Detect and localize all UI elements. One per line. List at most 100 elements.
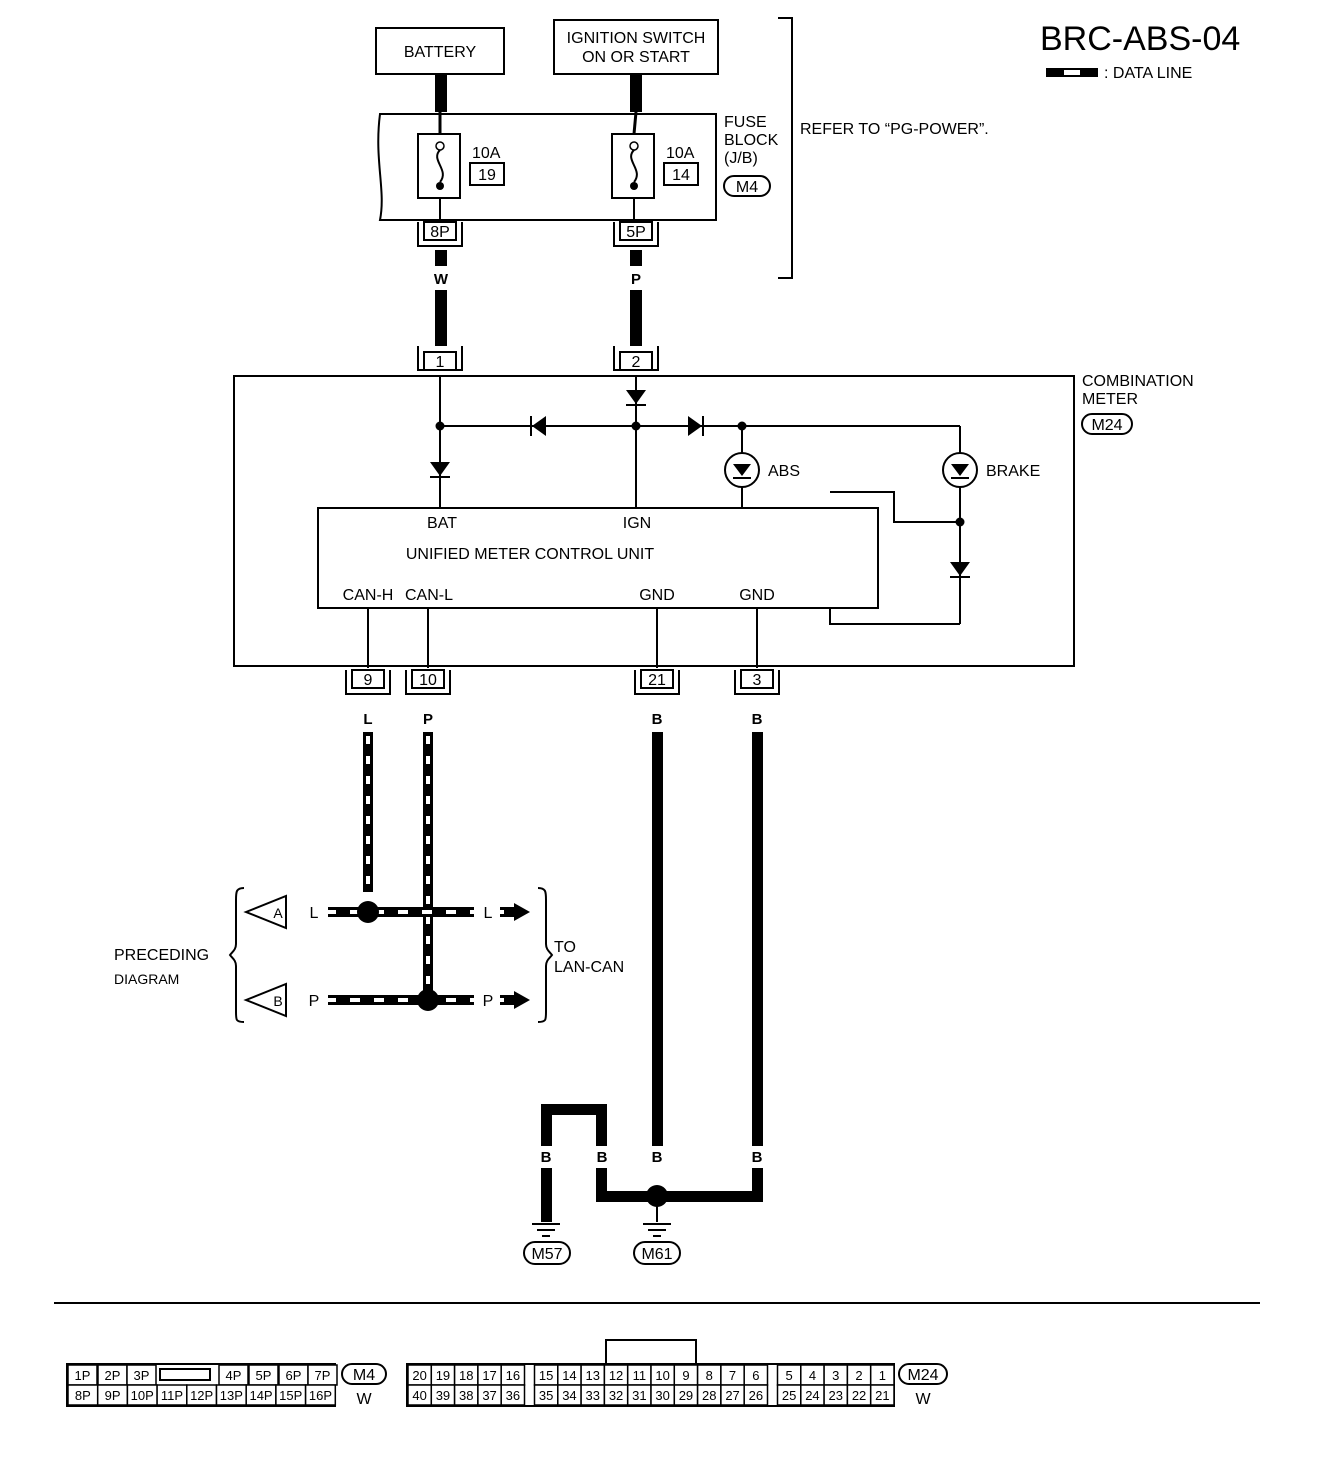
svg-text:A: A — [273, 905, 283, 921]
svg-text:12P: 12P — [190, 1388, 213, 1403]
m4-pin-top: 4P — [218, 1364, 249, 1386]
svg-text:10: 10 — [655, 1368, 669, 1383]
svg-text:4P: 4P — [226, 1368, 242, 1383]
svg-text:16: 16 — [506, 1368, 520, 1383]
svg-text:39: 39 — [436, 1388, 450, 1403]
m4-pin-top: 1P — [67, 1364, 98, 1386]
wire-color-w: W — [434, 271, 449, 288]
ground-wires — [541, 732, 763, 1222]
svg-text:7: 7 — [729, 1368, 736, 1383]
svg-text:36: 36 — [506, 1388, 520, 1403]
ground-label-m61: M61 — [641, 1246, 672, 1263]
ignition-label-line1: IGNITION SWITCH — [567, 30, 706, 47]
m24-face-badge — [898, 1363, 948, 1385]
svg-text:27: 27 — [725, 1388, 739, 1403]
m4-pin-bottom: 12P — [186, 1384, 218, 1406]
m24-pin-top: 1 — [869, 1364, 895, 1386]
unit-can-h: CAN-H — [343, 587, 394, 604]
svg-text:26: 26 — [749, 1388, 763, 1403]
fuse-block-label3: (J/B) — [724, 150, 758, 167]
arrow-a: A — [243, 894, 287, 930]
wire-color-p-can: P — [423, 711, 433, 728]
svg-text:13P: 13P — [220, 1388, 243, 1403]
m24-pin-bottom: 28 — [696, 1384, 722, 1406]
m4-pin-top: 5P — [248, 1364, 279, 1386]
m24-pin-top: 10 — [650, 1364, 676, 1386]
m24-pin-bottom: 40 — [407, 1384, 433, 1406]
combination-meter-box — [233, 375, 1075, 667]
m24-pin-top: 4 — [800, 1364, 825, 1386]
svg-text:11: 11 — [633, 1368, 647, 1383]
m4-pin-bottom: 10P — [126, 1384, 158, 1406]
data-line-legend: : DATA LINE — [1046, 65, 1192, 82]
svg-text:6: 6 — [752, 1368, 759, 1383]
svg-text:6P: 6P — [286, 1368, 302, 1383]
m4-pin-top: 2P — [97, 1364, 128, 1386]
svg-text:23: 23 — [829, 1388, 843, 1403]
svg-text:16P: 16P — [309, 1388, 332, 1403]
ground-symbol-m57 — [532, 1223, 560, 1237]
m24-pin-top: 15 — [533, 1364, 559, 1386]
m4-latch — [159, 1368, 211, 1381]
connector-5p: 5P — [613, 221, 659, 247]
svg-text:10: 10 — [419, 672, 437, 689]
m24-pin-bottom: 31 — [626, 1384, 652, 1406]
m4-face-color: W — [356, 1391, 372, 1408]
svg-text:B: B — [273, 993, 282, 1009]
m4-pin-bottom: 13P — [215, 1384, 247, 1406]
svg-text:11P: 11P — [161, 1388, 183, 1403]
m4-pin-top: 6P — [278, 1364, 309, 1386]
preceding-label2: DIAGRAM — [114, 971, 179, 987]
svg-text:1: 1 — [436, 354, 445, 371]
meter-pin-2: 2 — [613, 346, 659, 371]
meter-pin-10: 10 — [405, 669, 451, 695]
svg-text:2P: 2P — [105, 1368, 121, 1383]
fuse-block-connector: M4 — [736, 179, 758, 196]
svg-text:8P: 8P — [75, 1388, 91, 1403]
m24-pin-top: 18 — [453, 1364, 479, 1386]
arrow-right-can-l — [514, 991, 530, 1009]
can-l-right-color: P — [483, 993, 494, 1010]
unit-can-l: CAN-L — [405, 587, 453, 604]
m24-pin-top: 13 — [580, 1364, 606, 1386]
connector-8p: 8P — [417, 221, 463, 247]
fuse-block-connector-badge — [723, 175, 771, 197]
diode-ign — [626, 390, 646, 406]
svg-text:2: 2 — [855, 1368, 862, 1383]
m24-pin-top: 17 — [477, 1364, 502, 1386]
fuse-block-label2: BLOCK — [724, 132, 779, 149]
meter-label1: COMBINATION — [1082, 373, 1194, 390]
svg-text:17: 17 — [482, 1368, 496, 1383]
refer-text: REFER TO “PG-POWER”. — [800, 121, 989, 138]
svg-text:30: 30 — [655, 1388, 669, 1403]
gnd-wire-color-4: B — [752, 1149, 763, 1166]
m24-pin-top: 11 — [626, 1364, 652, 1386]
unified-meter-control-unit — [317, 507, 879, 609]
m24-pin-bottom: 23 — [823, 1384, 849, 1406]
svg-text:1: 1 — [879, 1368, 886, 1383]
svg-text:8: 8 — [706, 1368, 713, 1383]
m24-latch — [605, 1339, 697, 1366]
brake-lamp-label: BRAKE — [986, 463, 1040, 480]
svg-text:15: 15 — [539, 1368, 553, 1383]
ignition-label-line2: ON OR START — [582, 49, 690, 66]
lan-can-brace — [537, 887, 554, 1023]
svg-text:15P: 15P — [279, 1388, 302, 1403]
gnd-wire-color-1: B — [541, 1149, 552, 1166]
svg-text:38: 38 — [459, 1388, 473, 1403]
m24-pin-top: 7 — [720, 1364, 745, 1386]
wire-color-b2: B — [752, 711, 763, 728]
abs-lamp-label: ABS — [768, 463, 800, 480]
m24-pin-top: 19 — [430, 1364, 456, 1386]
unit-gnd1: GND — [639, 587, 675, 604]
m24-pin-top: 3 — [823, 1364, 849, 1386]
diode-right — [688, 416, 704, 436]
unit-bat: BAT — [427, 515, 457, 532]
m24-pin-top: 5 — [776, 1364, 802, 1386]
fuse-block-label1: FUSE — [724, 114, 767, 131]
m4-pin-bottom: 11P — [156, 1384, 188, 1406]
diode-left — [530, 416, 546, 436]
m24-pin-bottom: 32 — [603, 1384, 629, 1406]
m4-pin-bottom: 16P — [304, 1384, 337, 1406]
